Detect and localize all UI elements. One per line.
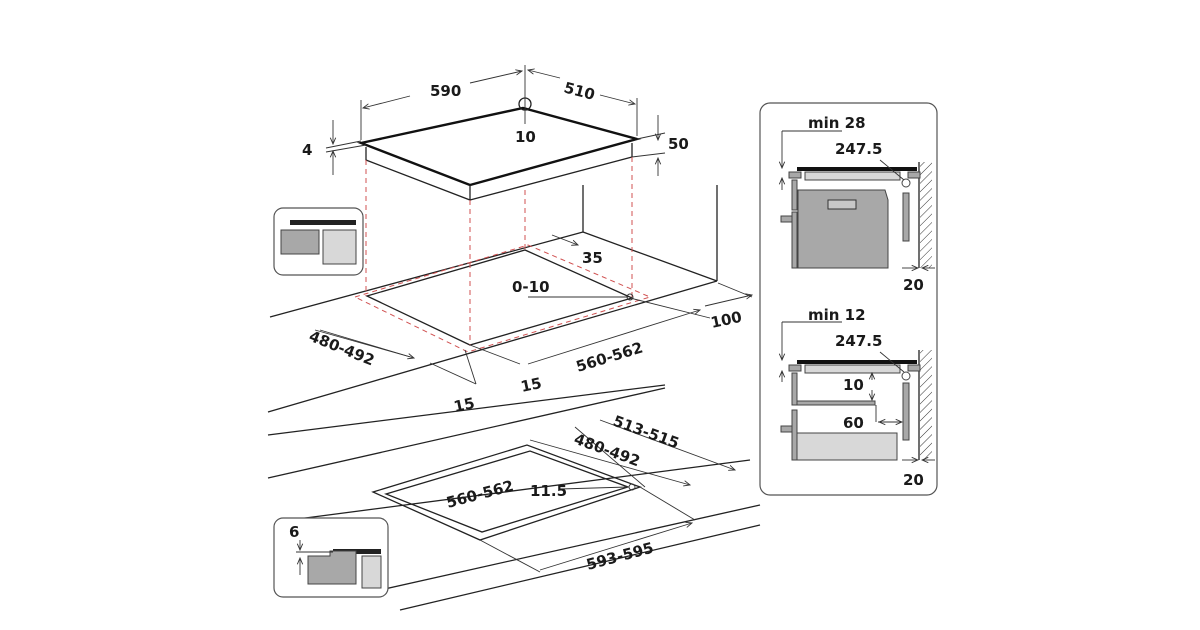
- hob-glass-label: 4: [302, 141, 312, 159]
- oven-section: min 28 247.5 20: [781, 114, 935, 294]
- back-gap-label: 35: [582, 249, 603, 267]
- inner-width-label: 560-562: [444, 477, 515, 512]
- cutout-width-label: 560-562: [574, 338, 645, 375]
- flush-mount-inset: 6: [273, 517, 389, 598]
- hob-corner-label: 10: [515, 128, 536, 146]
- drawer-min-label: min 12: [808, 306, 866, 324]
- cutout-depth-label: 480-492: [307, 327, 378, 369]
- drawer-vgap-label: 10: [843, 376, 864, 394]
- outer-width-label: 593-595: [584, 539, 655, 574]
- drawer-hgap-label: 60: [843, 414, 864, 432]
- countertop-cutout-drawing: 35 0-10 100 480-492 560-562 15 15: [267, 157, 752, 436]
- front-gap-label-a: 15: [519, 374, 543, 396]
- radius-label: 11.5: [530, 482, 567, 500]
- hob-height-label: 50: [668, 135, 689, 153]
- hob-depth-label: 510: [562, 78, 597, 103]
- oven-gap-label: 20: [903, 276, 924, 294]
- oven-min-label: min 28: [808, 114, 866, 132]
- wall-distance-label: 100: [709, 308, 743, 332]
- hob-width-label: 590: [430, 82, 461, 100]
- hob-drawing: 590 510 10 4 50: [302, 65, 689, 201]
- surface-mount-inset: [273, 207, 364, 276]
- offset-label: 0-10: [512, 278, 550, 296]
- rebate-label: 6: [289, 523, 299, 541]
- drawer-radius-label: 247.5: [835, 332, 882, 350]
- drawer-section: min 12 247.5 10 60 20: [781, 306, 935, 489]
- oven-radius-label: 247.5: [835, 140, 882, 158]
- side-section-panel: min 28 247.5 20: [759, 102, 938, 496]
- drawer-gap-label: 20: [903, 471, 924, 489]
- front-gap-label-b: 15: [452, 394, 476, 416]
